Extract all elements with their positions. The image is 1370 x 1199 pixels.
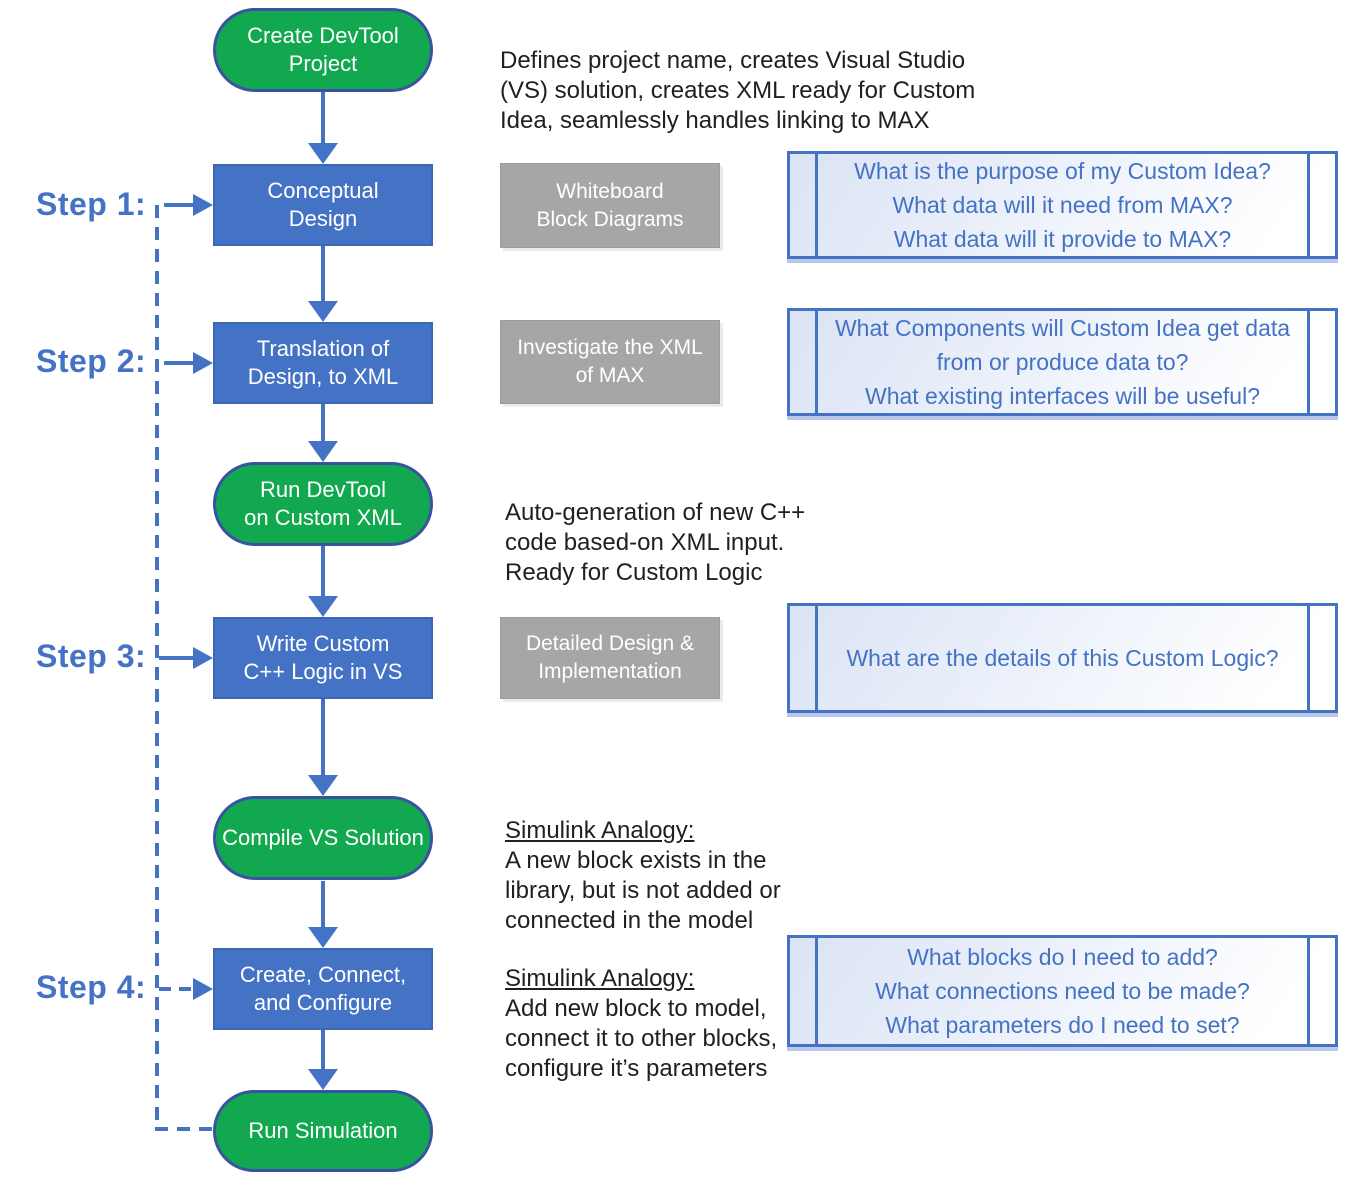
step-4-arrow (159, 978, 213, 1000)
connector-3-line (321, 404, 325, 443)
description-autogeneration-text: Auto-generation of new C++ code based-on… (505, 499, 806, 586)
description-autogeneration: Auto-generation of new C++ code based-on… (505, 468, 865, 588)
panel-rule-right-icon (1307, 154, 1310, 256)
connector-2 (308, 246, 338, 322)
node-translation-to-xml: Translation of Design, to XML (213, 322, 433, 404)
question-text-step-1: What is the purpose of my Custom Idea? W… (854, 158, 1271, 252)
node-conceptual-design: Conceptual Design (213, 164, 433, 246)
description-configure-analogy-text: Add new block to model, connect it to ot… (505, 995, 778, 1082)
connector-3-head (308, 441, 338, 462)
simulink-analogy-heading-1: Simulink Analogy: (505, 817, 695, 844)
connector-4-line (321, 546, 325, 598)
connector-4-head (308, 596, 338, 617)
connector-5-head (308, 775, 338, 796)
node-create-devtool-project: Create DevTool Project (213, 8, 433, 92)
step-1-arrow-line (164, 203, 195, 207)
connector-6-head (308, 927, 338, 948)
step-3-label: Step 3: (36, 638, 147, 674)
connector-7-line (321, 1030, 325, 1071)
connector-2-line (321, 246, 325, 303)
step-1-label: Step 1: (36, 186, 147, 222)
node-run-devtool: Run DevTool on Custom XML (213, 462, 433, 546)
description-create-devtool: Defines project name, creates Visual Stu… (500, 16, 980, 136)
connector-7-head (308, 1069, 338, 1090)
panel-rule-right-icon (1307, 938, 1310, 1044)
description-configure-analogy: Simulink Analogy: Add new block to model… (505, 934, 875, 1084)
simulink-analogy-heading-2: Simulink Analogy: (505, 965, 695, 992)
connector-6-line (321, 881, 325, 929)
feedback-dashed-line-horizontal (155, 1127, 213, 1131)
panel-rule-left-icon (815, 938, 818, 1044)
activity-investigate-xml: Investigate the XML of MAX (500, 320, 720, 404)
description-compile-analogy-text: A new block exists in the library, but i… (505, 847, 781, 934)
panel-rule-left-icon (815, 154, 818, 256)
step-3-arrow-line (159, 656, 195, 660)
connector-7 (308, 1030, 338, 1090)
step-4-arrow-line (159, 987, 195, 991)
description-create-devtool-text: Defines project name, creates Visual Stu… (500, 47, 976, 134)
panel-rule-right-icon (1307, 606, 1310, 710)
step-3-arrow-head (193, 647, 213, 669)
connector-5-line (321, 699, 325, 777)
node-compile-vs-solution: Compile VS Solution (213, 796, 433, 880)
question-panel-step-1: What is the purpose of my Custom Idea? W… (787, 151, 1338, 259)
step-4-arrow-head (193, 978, 213, 1000)
step-2-arrow (164, 352, 213, 374)
panel-rule-right-icon (1307, 311, 1310, 413)
step-1-arrow-head (193, 194, 213, 216)
connector-6 (308, 881, 338, 948)
question-panel-step-4: What blocks do I need to add? What conne… (787, 935, 1338, 1047)
connector-1-head (308, 143, 338, 164)
connector-3 (308, 404, 338, 462)
activity-detailed-design: Detailed Design & Implementation (500, 617, 720, 699)
connector-1 (308, 92, 338, 164)
question-panel-step-2: What Components will Custom Idea get dat… (787, 308, 1338, 416)
question-panel-step-3: What are the details of this Custom Logi… (787, 603, 1338, 713)
panel-rule-left-icon (815, 311, 818, 413)
question-text-step-3: What are the details of this Custom Logi… (846, 645, 1279, 671)
step-2-arrow-head (193, 352, 213, 374)
feedback-dashed-line-vertical (155, 205, 159, 1129)
panel-rule-left-icon (815, 606, 818, 710)
connector-4 (308, 546, 338, 617)
step-2-label: Step 2: (36, 343, 147, 379)
activity-whiteboard-block-diagrams: Whiteboard Block Diagrams (500, 163, 720, 248)
node-create-connect-configure: Create, Connect, and Configure (213, 948, 433, 1030)
connector-1-line (321, 92, 325, 145)
step-2-arrow-line (164, 361, 195, 365)
connector-5 (308, 699, 338, 796)
question-text-step-4: What blocks do I need to add? What conne… (875, 944, 1250, 1038)
connector-2-head (308, 301, 338, 322)
step-1-arrow (164, 194, 213, 216)
node-write-custom-logic: Write Custom C++ Logic in VS (213, 617, 433, 699)
step-3-arrow (159, 647, 213, 669)
description-compile-analogy: Simulink Analogy: A new block exists in … (505, 786, 865, 936)
step-4-label: Step 4: (36, 969, 147, 1005)
question-text-step-2: What Components will Custom Idea get dat… (834, 315, 1291, 409)
node-run-simulation: Run Simulation (213, 1090, 433, 1172)
